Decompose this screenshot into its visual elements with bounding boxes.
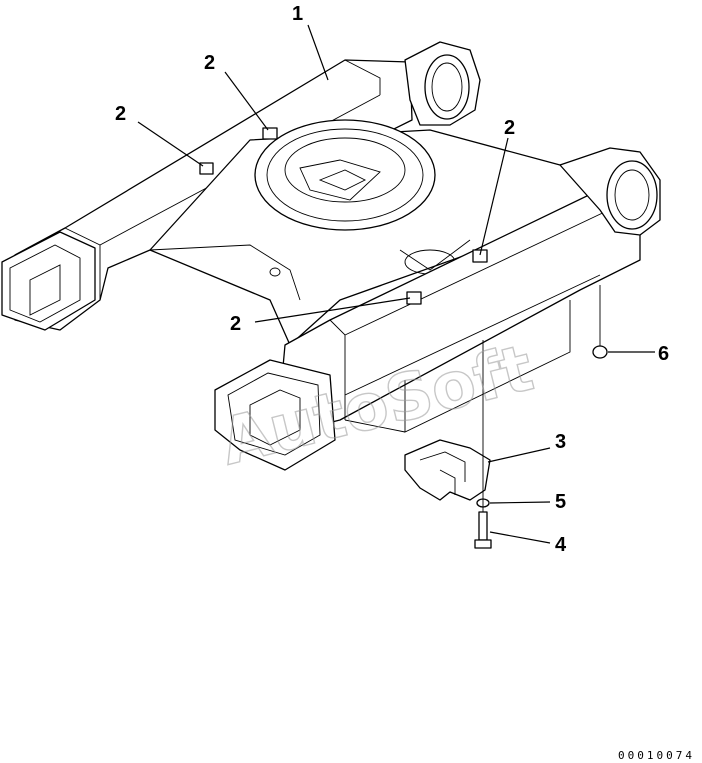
block-2-left: [199, 162, 214, 175]
callout-2-top: 2: [204, 52, 215, 74]
bolt-part: [474, 511, 492, 549]
track-frame: [1, 41, 661, 471]
leader-lines: [137, 24, 655, 544]
block-2-top: [262, 127, 278, 140]
callout-3: 3: [555, 431, 566, 453]
callout-1: 1: [292, 3, 303, 25]
callout-2-left: 2: [115, 103, 126, 125]
callout-labels: 1 2 2 2 2 3 4 5 6: [115, 3, 669, 556]
track-guard-part: [404, 439, 491, 501]
mounting-blocks: [199, 127, 488, 305]
catalog-number: 00010074: [618, 749, 695, 762]
callout-6: 6: [658, 343, 669, 365]
callout-2-right: 2: [504, 117, 515, 139]
callout-2-bottom: 2: [230, 313, 241, 335]
callout-4: 4: [555, 534, 567, 556]
block-2-right: [472, 249, 488, 263]
plug-part: [592, 285, 608, 359]
callout-5: 5: [555, 491, 566, 513]
